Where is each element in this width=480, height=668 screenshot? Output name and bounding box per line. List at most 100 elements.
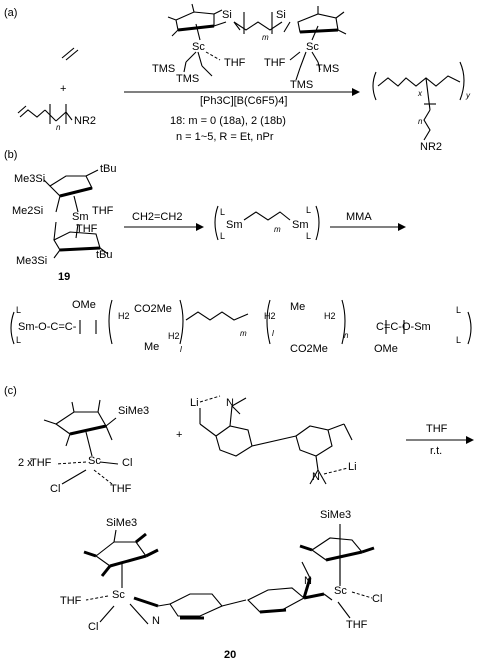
reaction-arrow-b2 <box>330 223 406 231</box>
product-n-subscript: n <box>418 117 423 126</box>
simee3-reactant: SiMe3 <box>118 405 150 417</box>
ligand-l2: L <box>220 231 226 241</box>
chain-h2-right: H2 <box>264 311 276 321</box>
me3si-top: Me3Si <box>14 173 46 185</box>
chain-n-subscript: n <box>344 331 349 340</box>
plus-sign-a: + <box>60 83 67 95</box>
ligand-l4: L <box>306 231 312 241</box>
chain-h2-right2: H2 <box>324 311 336 321</box>
reaction-arrow-a <box>124 88 360 96</box>
chain-ligand-l4: L <box>456 335 462 345</box>
ethylene-reagent: CH2=CH2 <box>132 211 183 223</box>
sc-product-right: Sc <box>334 585 347 597</box>
condition-thf: THF <box>426 423 448 435</box>
chain-h2-left: H2 <box>118 311 130 321</box>
complex-19-structure <box>43 169 109 259</box>
simee3-product-right: SiMe3 <box>320 509 352 521</box>
n-top-label: N <box>226 397 234 409</box>
chain-l-right: l <box>272 329 274 338</box>
chain-right-tail: C=C-O-Sm <box>376 321 431 333</box>
si-right-label: Si <box>276 9 286 21</box>
sc-left-label: Sc <box>192 41 205 53</box>
li-bottom-label: Li <box>348 461 357 473</box>
n-product-left: N <box>152 615 160 627</box>
sm-chain-brackets <box>10 299 472 345</box>
cl-product-left: Cl <box>88 621 99 633</box>
chain-ligand-l1: L <box>16 305 22 315</box>
tbu-top: tBu <box>100 163 117 175</box>
tms-left-1: TMS <box>152 63 176 75</box>
ethylene-structure <box>61 47 79 61</box>
polymer-product-structure <box>372 61 465 141</box>
thf-right: THF <box>264 57 286 69</box>
me2si-label: Me2Si <box>12 205 44 217</box>
chain-ligand-l3: L <box>456 305 462 315</box>
sc-reactant: Sc <box>88 455 101 467</box>
chain-ome-left: OMe <box>72 299 96 311</box>
amino-olefin-structure <box>17 104 73 124</box>
product-amine-label: NR2 <box>420 141 443 153</box>
sc-right-label: Sc <box>306 41 319 53</box>
n-subscript-a: n <box>56 123 61 132</box>
tms-left-2: TMS <box>176 73 200 85</box>
sm-dimer-structure <box>214 205 320 241</box>
dilithio-ligand-structure <box>199 395 353 485</box>
si-left-label: Si <box>222 9 232 21</box>
two-x-label: 2 x <box>18 457 33 469</box>
sc-complex-reactant-structure <box>43 399 119 485</box>
cocatalyst-label: [Ph3C][B(C6F5)4] <box>200 95 288 107</box>
tms-right-1: TMS <box>316 63 340 75</box>
chain-left-segment: Sm-O-C=C- <box>18 321 77 333</box>
mma-reagent: MMA <box>346 211 372 223</box>
m-subscript-b: m <box>274 225 281 234</box>
amine-label: NR2 <box>74 115 97 127</box>
thf-reactant-b: THF <box>110 483 132 495</box>
catalyst-18-line: 18: m = 0 (18a), 2 (18b) <box>170 115 286 127</box>
reaction-arrow-c <box>406 436 474 444</box>
compound-20-label: 20 <box>224 649 237 661</box>
simee3-product-left: SiMe3 <box>106 517 138 529</box>
ligand-l3: L <box>306 205 312 215</box>
cl-reactant-a: Cl <box>122 457 133 469</box>
chain-ome-right: OMe <box>374 343 398 355</box>
plus-sign-c: + <box>176 429 183 441</box>
product-y-subscript: y <box>466 91 470 100</box>
cl-reactant-b: Cl <box>50 483 61 495</box>
thf-reactant-a: THF <box>30 457 52 469</box>
chain-ligand-l2: L <box>16 335 22 345</box>
panel-c-label: (c) <box>4 385 17 397</box>
chain-co2me-right: CO2Me <box>290 343 328 355</box>
li-top-label: Li <box>190 397 199 409</box>
thf-19-1: THF <box>92 205 114 217</box>
compound-19-label: 19 <box>58 271 71 283</box>
me3si-bottom: Me3Si <box>16 255 48 267</box>
product-20-structure <box>83 524 375 625</box>
sc-product-left: Sc <box>112 589 125 601</box>
chain-h2-mid: H2 <box>168 331 180 341</box>
condition-rt: r.t. <box>430 445 443 457</box>
tms-right-2: TMS <box>290 79 314 91</box>
sm-label-19: Sm <box>72 211 89 223</box>
thf-product-left: THF <box>60 595 82 607</box>
n-product-right: N <box>304 575 312 587</box>
sm-dimer-right: Sm <box>292 219 309 231</box>
thf-left: THF <box>224 57 246 69</box>
product-x-subscript: x <box>418 89 422 98</box>
panel-a-label: (a) <box>4 7 18 19</box>
chain-co2me-left: CO2Me <box>134 303 172 315</box>
reaction-arrow-b1 <box>124 223 204 231</box>
chain-m-subscript: m <box>240 329 247 338</box>
conditions-line: n = 1~5, R = Et, nPr <box>176 131 274 143</box>
chain-me-right: Me <box>290 301 306 313</box>
catalyst-18-structure <box>167 3 347 81</box>
m-subscript-a: m <box>262 33 269 42</box>
ligand-l1: L <box>220 207 226 217</box>
n-bottom-label: N <box>312 471 320 483</box>
thf-19-2: THF <box>76 223 98 235</box>
tbu-bottom: tBu <box>96 249 113 261</box>
sm-dimer-left: Sm <box>226 219 243 231</box>
chain-l-left: l <box>180 345 182 354</box>
thf-product-right: THF <box>346 619 368 631</box>
